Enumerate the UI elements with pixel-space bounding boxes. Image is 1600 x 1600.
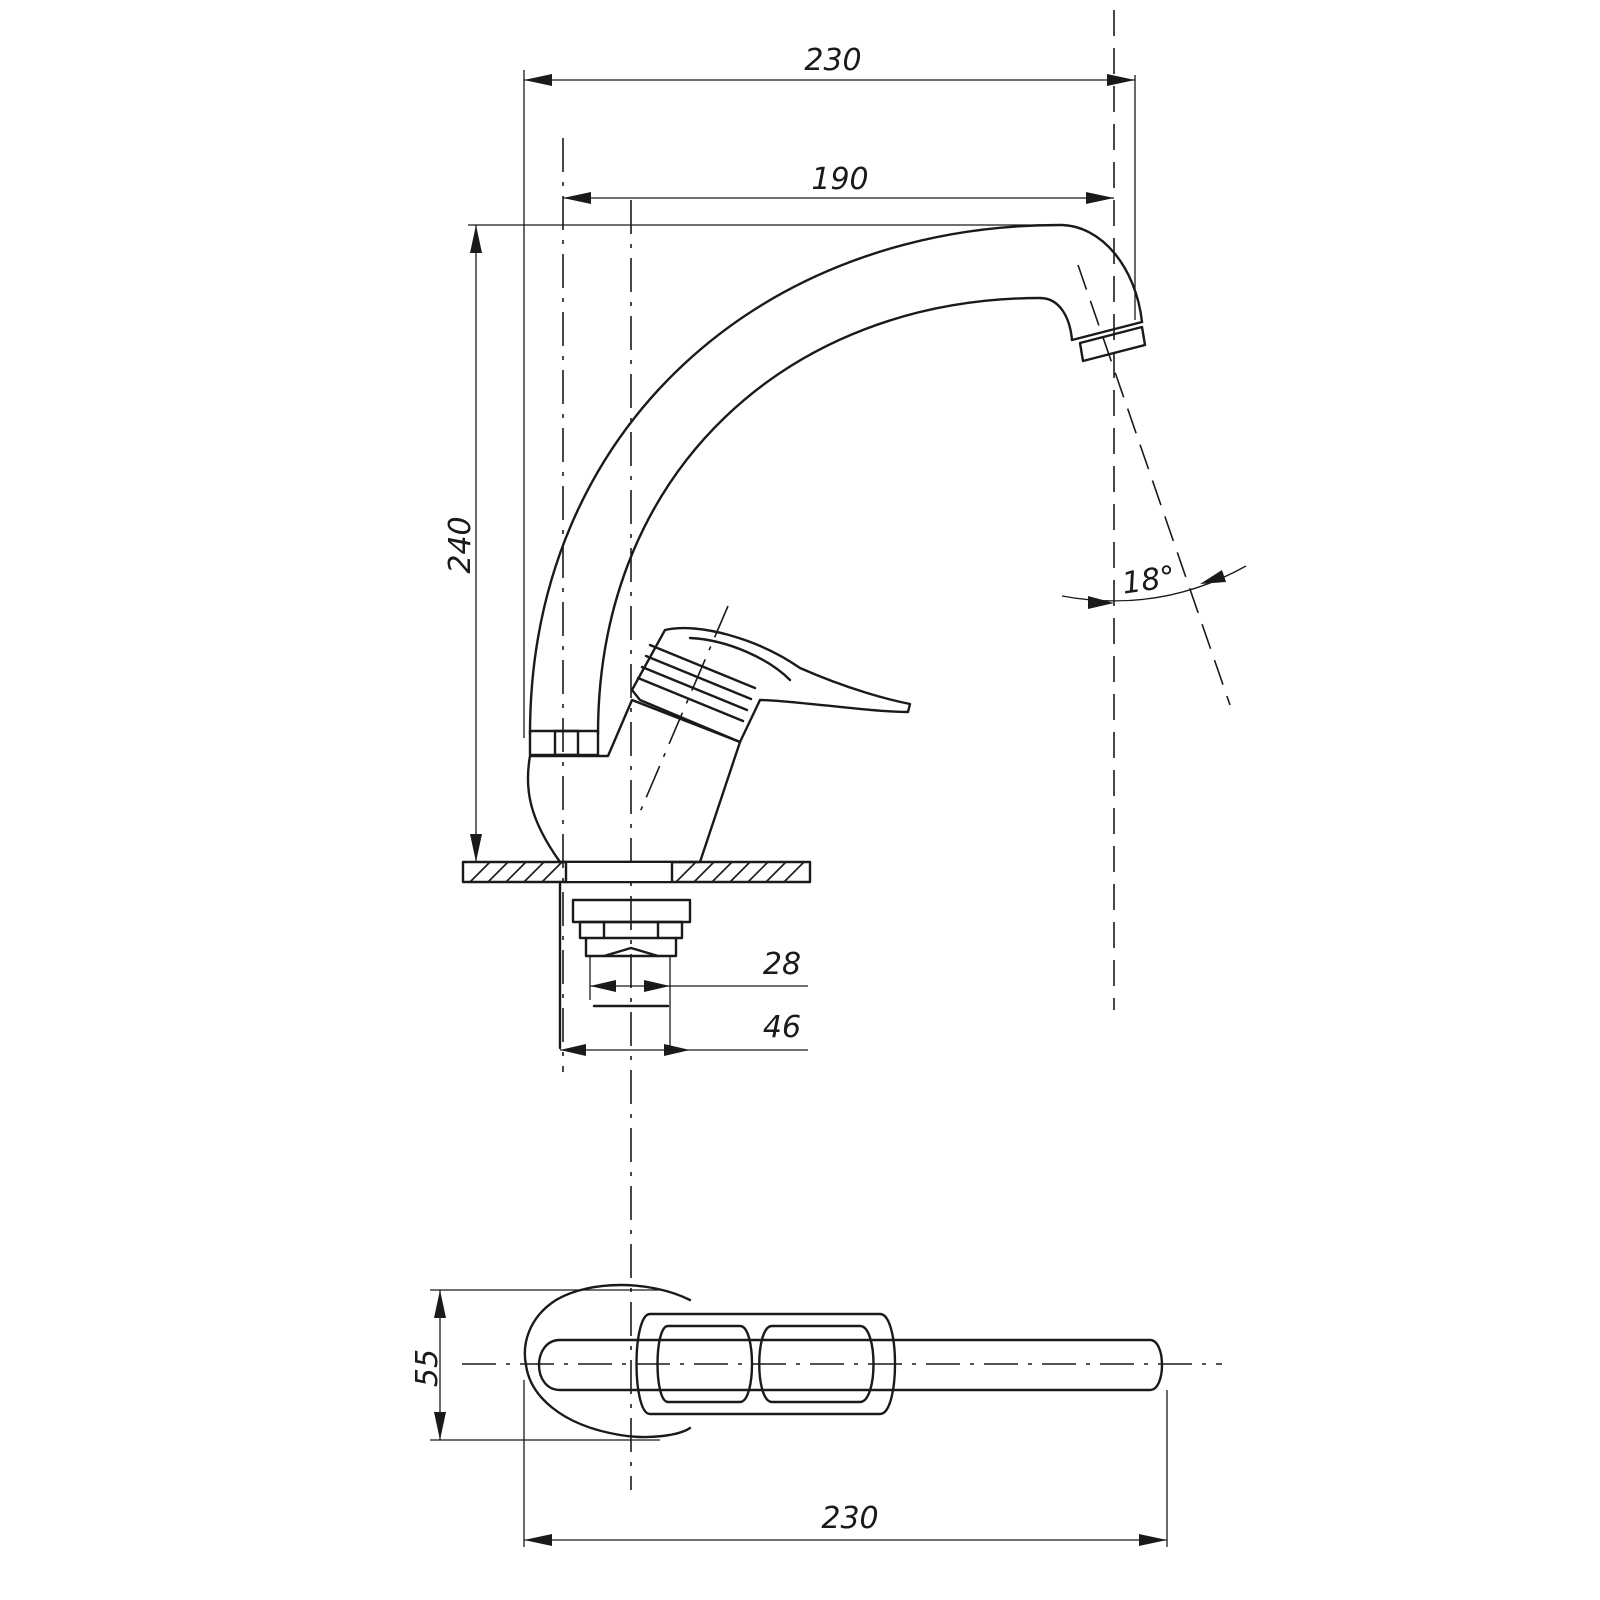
dimension-plan-depth: 55 [410,1290,446,1440]
dim-label-plan-width: 230 [821,1501,878,1536]
dim-label-height: 240 [443,516,478,573]
dim-label-inner-diameter: 28 [763,947,801,982]
lever-handle [630,626,912,744]
dimension-height: 240 [443,225,482,862]
mounting-fitting [558,880,692,1050]
plan-lever [635,1312,897,1416]
swivel-nut [553,729,580,757]
spout [528,223,1147,757]
aerator-nozzle [1078,325,1147,363]
swivel-joint [528,729,600,757]
dimension-angle: 18° [1061,560,1247,609]
plan-body-outline [523,1283,692,1439]
faucet-body [526,698,742,864]
countertop-section [461,860,812,884]
dim-label-angle: 18° [1120,560,1178,602]
jet-angle-line [1077,264,1231,706]
dimension-plan-width: 230 [524,1501,1167,1546]
dimension-outer-diameter: 46 [560,1010,808,1056]
lever-axis-line [639,605,729,813]
dim-label-outer-diameter: 46 [763,1010,801,1045]
dimension-spout-reach: 190 [563,162,1114,204]
dim-label-top-width: 230 [804,43,861,78]
dim-label-plan-depth: 55 [410,1349,445,1387]
dim-label-spout-reach: 190 [811,162,868,197]
dimension-top-width: 230 [524,43,1135,86]
plan-spout [537,1338,1164,1392]
dimension-inner-diameter: 28 [590,947,808,992]
